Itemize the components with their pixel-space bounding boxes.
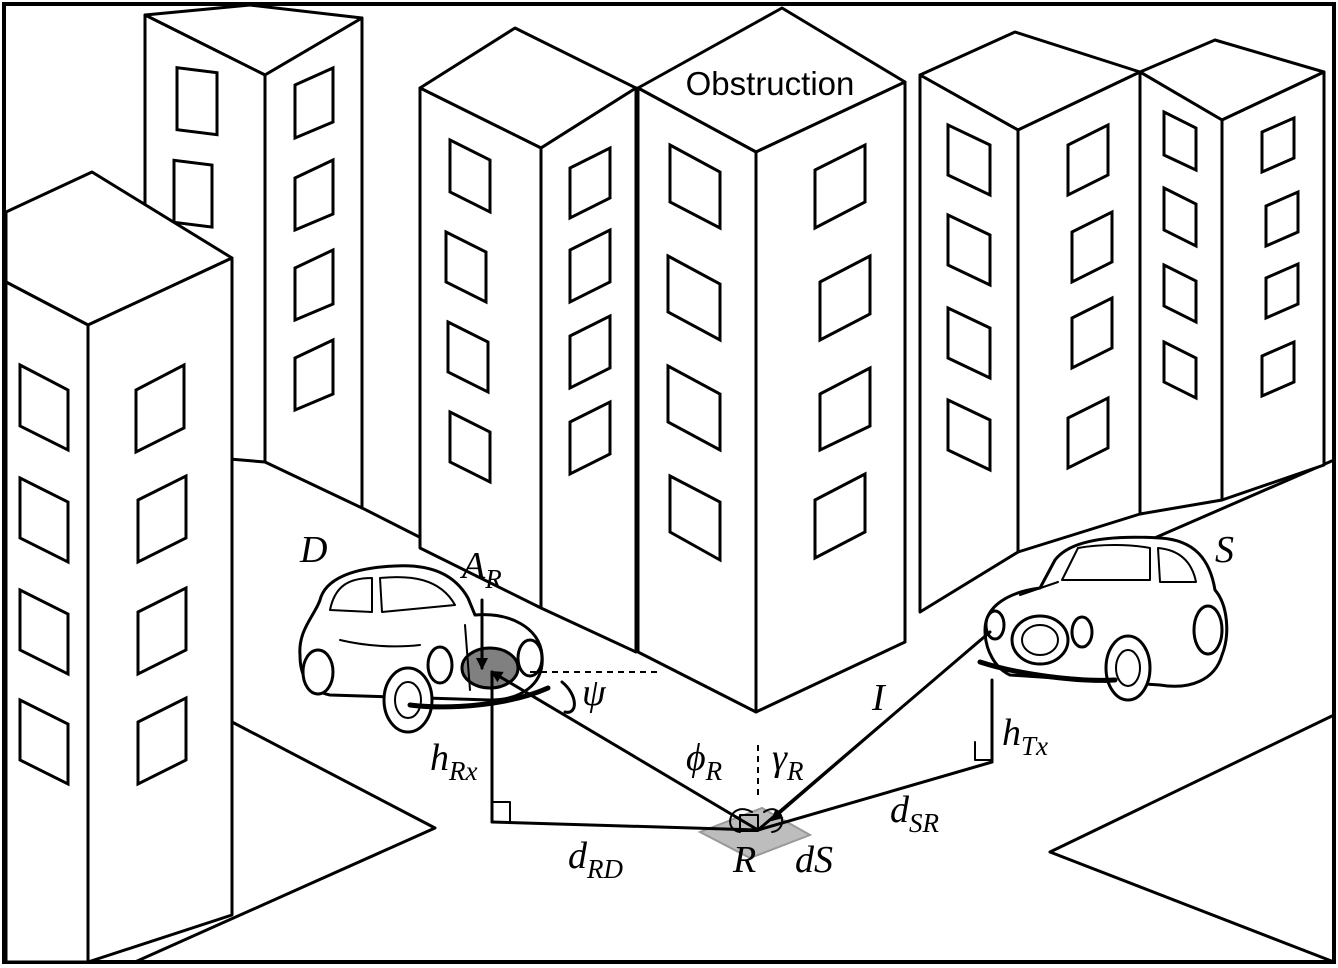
destination-label: D [299, 529, 327, 571]
labels: D S AR ψ I ϕR γR hRx hTx dSR dRD R dS [299, 529, 1234, 884]
building-middle-left [418, 26, 638, 654]
geometry-lines [476, 598, 994, 833]
surface-element-label: dS [795, 839, 833, 881]
building-right-2 [1138, 38, 1326, 516]
car-icon [977, 535, 1229, 702]
gamma-label: γR [772, 737, 804, 786]
obstruction-label: Obstruction [686, 65, 855, 102]
street-edge-right-front [1048, 713, 1336, 964]
building-right-1 [918, 30, 1142, 614]
distance-sr-line [756, 760, 994, 832]
incident-label: I [871, 677, 887, 719]
phi-arc [729, 808, 753, 833]
gamma-arc [763, 808, 783, 833]
psi-label: ψ [582, 672, 607, 714]
antenna-label: AR [459, 545, 502, 594]
building-obstruction: Obstruction [636, 6, 907, 714]
phi-label: ϕR [686, 737, 723, 786]
distance-rd-line [490, 820, 760, 832]
distance-sr-label: dSR [890, 789, 940, 838]
building-front-left [4, 170, 234, 964]
street-edge-left-front [133, 720, 437, 964]
ris-label: R [732, 839, 756, 881]
psi-arc [560, 680, 576, 714]
ris-corner-mark [739, 814, 759, 832]
height-rx-label: hRx [430, 737, 477, 786]
height-tx-label: hTx [1002, 712, 1048, 761]
reflected-ray-rd [490, 670, 760, 832]
source-label: S [1215, 529, 1234, 571]
distance-rd-label: dRD [568, 835, 623, 884]
